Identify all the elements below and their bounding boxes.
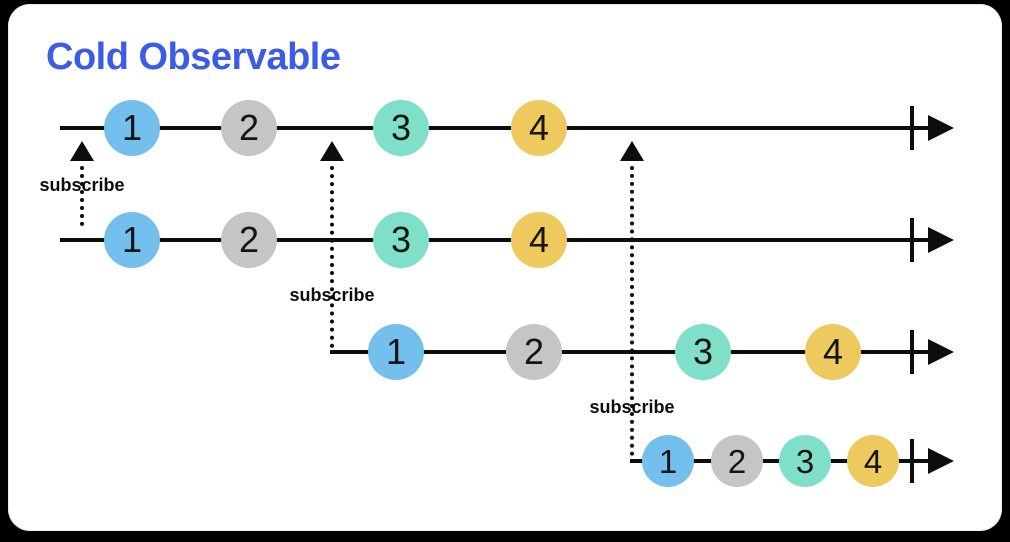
page-title: Cold Observable	[46, 36, 341, 78]
marble-value: 1	[658, 442, 678, 480]
marble-subscriber-3-1: 1	[642, 435, 694, 487]
timeline-tick	[910, 106, 914, 150]
marble-value: 3	[795, 442, 815, 480]
subscribe-arrowhead-icon	[320, 141, 344, 161]
subscribe-arrowhead-icon	[620, 141, 644, 161]
timeline-line	[60, 126, 936, 130]
marble-subscriber-3-3: 3	[779, 435, 831, 487]
timeline-arrowhead-icon	[928, 339, 954, 365]
marble-source-3: 3	[373, 100, 429, 156]
timeline-arrowhead-icon	[928, 448, 954, 474]
timeline-tick	[910, 218, 914, 262]
marble-value: 2	[238, 219, 260, 260]
marble-source-2: 2	[221, 100, 277, 156]
marble-value: 4	[528, 219, 550, 260]
marble-value: 3	[390, 219, 412, 260]
marble-subscriber-2-4: 4	[805, 324, 861, 380]
marble-subscriber-2-2: 2	[506, 324, 562, 380]
subscribe-dotted-line	[630, 166, 634, 456]
marble-subscriber-1-4: 4	[511, 212, 567, 268]
timeline-arrowhead-icon	[928, 227, 954, 253]
marble-value: 1	[121, 219, 143, 260]
marble-value: 2	[238, 107, 260, 148]
subscribe-dotted-line	[80, 166, 84, 226]
marble-value: 3	[692, 331, 714, 372]
subscribe-dotted-line	[330, 166, 334, 348]
marble-value: 2	[523, 331, 545, 372]
marble-value: 3	[390, 107, 412, 148]
marble-value: 2	[727, 442, 747, 480]
marble-value: 4	[528, 107, 550, 148]
marble-source-1: 1	[104, 100, 160, 156]
marble-value: 4	[863, 442, 883, 480]
diagram-card: Cold Observable	[8, 4, 1002, 531]
marble-value: 1	[385, 331, 407, 372]
marble-subscriber-3-2: 2	[711, 435, 763, 487]
subscribe-label: subscribe	[289, 285, 375, 305]
marble-value: 1	[121, 107, 143, 148]
marble-subscriber-3-4: 4	[847, 435, 899, 487]
marble-subscriber-2-1: 1	[368, 324, 424, 380]
marble-subscriber-1-1: 1	[104, 212, 160, 268]
marble-subscriber-2-3: 3	[675, 324, 731, 380]
subscribe-arrowhead-icon	[70, 141, 94, 161]
timeline-line	[60, 238, 936, 242]
marble-subscriber-1-2: 2	[221, 212, 277, 268]
timeline-arrowhead-icon	[928, 115, 954, 141]
subscribe-label: subscribe	[589, 397, 675, 417]
subscribe-label: subscribe	[39, 175, 125, 195]
marble-subscriber-1-3: 3	[373, 212, 429, 268]
marble-value: 4	[822, 331, 844, 372]
timeline-tick	[910, 330, 914, 374]
timeline-tick	[910, 439, 914, 483]
marble-source-4: 4	[511, 100, 567, 156]
